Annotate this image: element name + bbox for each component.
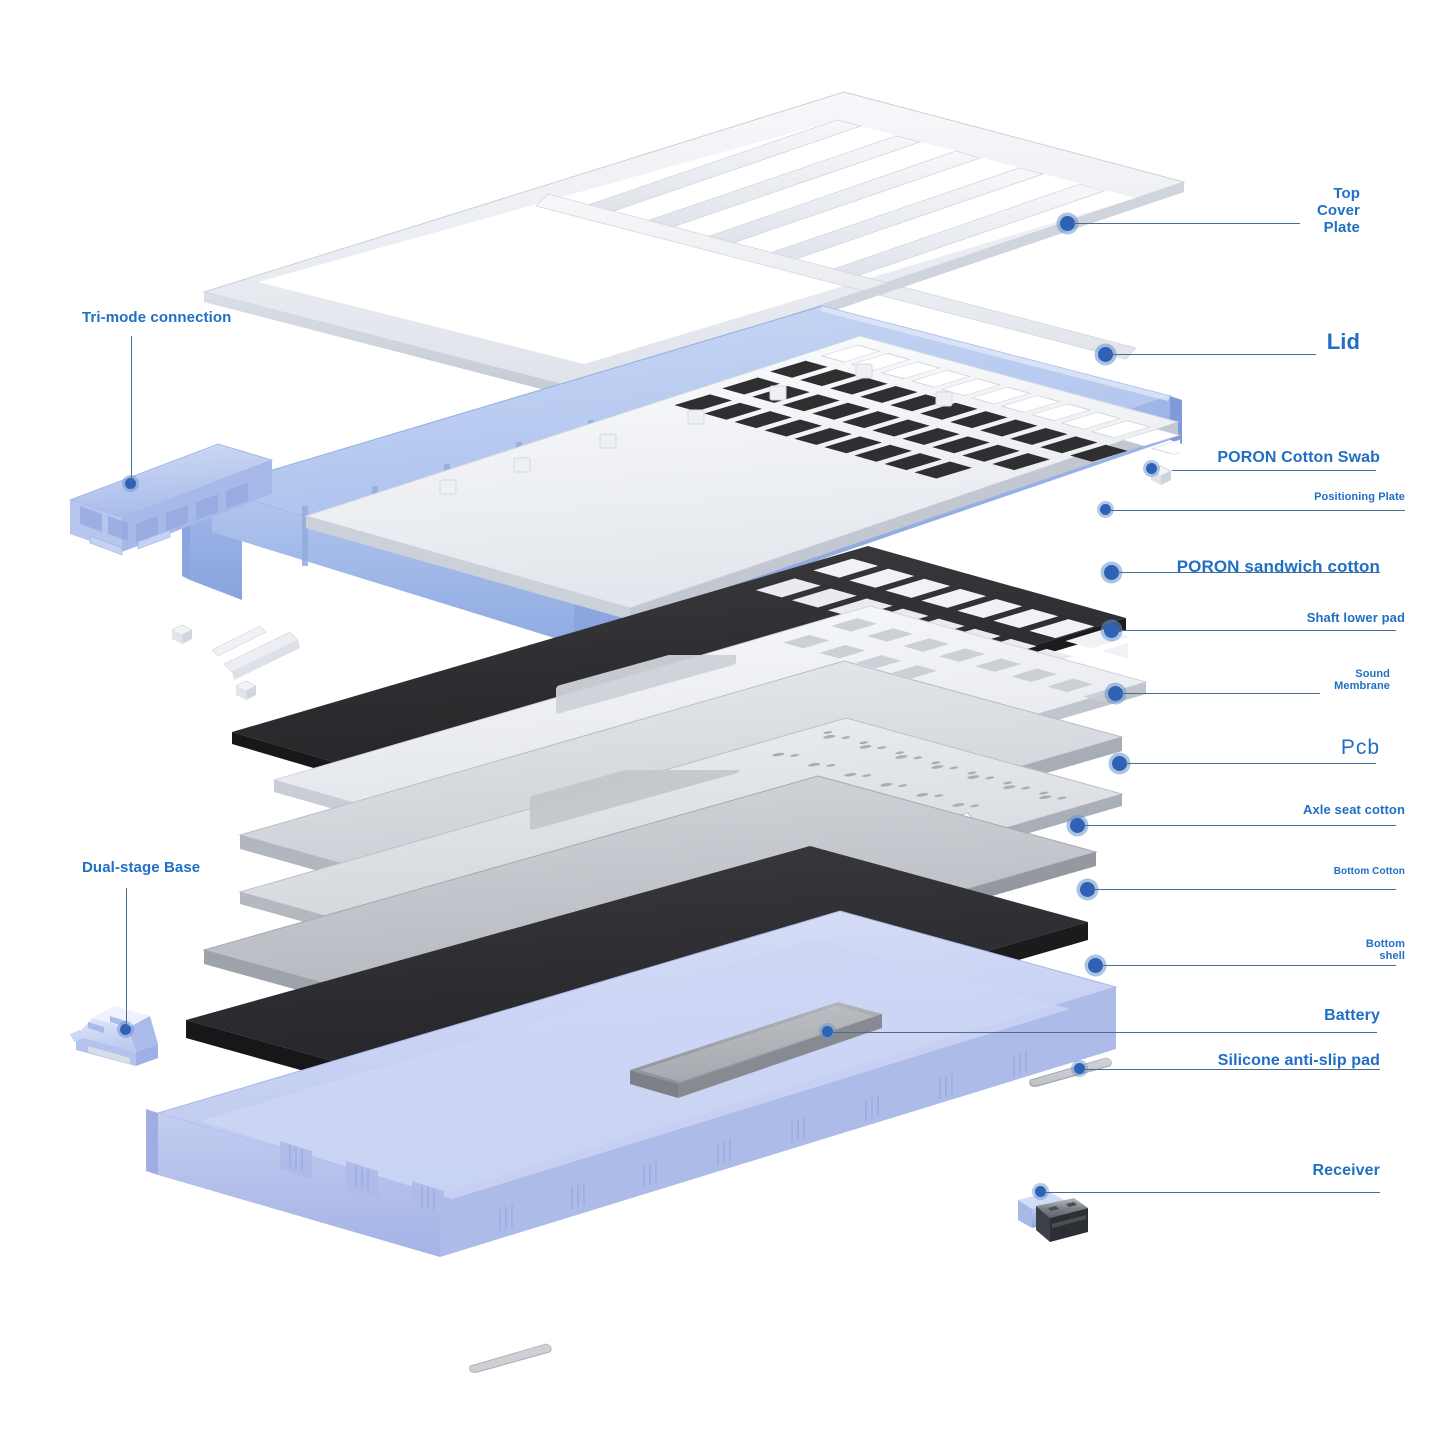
leader-line-silicone-anti-slip-pad — [1083, 1069, 1380, 1070]
leader-line-receiver — [1044, 1192, 1380, 1193]
leader-line-positioning-plate — [1109, 510, 1405, 511]
label-shaft-lower-pad: Shaft lower pad — [1306, 610, 1405, 625]
label-battery: Battery — [1324, 1007, 1380, 1024]
callout-dot-axle-seat-cotton[interactable] — [1070, 818, 1085, 833]
callout-dot-dual-stage-base[interactable] — [120, 1024, 131, 1035]
callout-dot-poron-cotton-swab[interactable] — [1146, 463, 1157, 474]
leader-line-shaft-lower-pad — [1116, 630, 1396, 631]
leader-line-bottom-cotton — [1092, 889, 1396, 890]
label-dual-stage-base: Dual-stage Base — [82, 859, 201, 876]
callout-dot-battery[interactable] — [822, 1026, 833, 1037]
callout-dot-tri-mode-connection[interactable] — [125, 478, 136, 489]
part-silicone-anti-slip-pad-secondary — [462, 1338, 558, 1380]
part-loose-nub-b — [232, 678, 260, 704]
callout-dot-silicone-anti-slip-pad[interactable] — [1074, 1063, 1085, 1074]
part-bottom-shell — [140, 905, 1140, 1325]
callout-dot-lid[interactable] — [1098, 347, 1113, 362]
label-lid: Lid — [1326, 329, 1360, 354]
part-receiver — [1006, 1190, 1092, 1268]
callout-dot-poron-sandwich-cotton[interactable] — [1104, 565, 1119, 580]
label-tri-mode-connection: Tri-mode connection — [82, 309, 232, 326]
part-dual-stage-base — [66, 1000, 176, 1080]
leader-line-poron-cotton-swab — [1172, 470, 1376, 471]
label-axle-seat-cotton: Axle seat cotton — [1302, 802, 1405, 817]
label-poron-sandwich-cotton: PORON sandwich cotton — [1176, 557, 1380, 576]
leader-line-tri-mode-connection — [131, 336, 132, 482]
part-positioning-plate — [300, 330, 1211, 670]
label-bottom-cotton: Bottom Cotton — [1333, 866, 1405, 877]
callout-dot-shaft-lower-pad[interactable] — [1104, 623, 1119, 638]
label-positioning-plate: Positioning Plate — [1314, 491, 1405, 503]
leader-line-sound-membrane — [1120, 693, 1320, 694]
leader-line-pcb — [1124, 763, 1376, 764]
callout-dot-bottom-cotton[interactable] — [1080, 882, 1095, 897]
part-tri-mode-panel — [66, 442, 276, 564]
callout-dot-receiver[interactable] — [1035, 1186, 1046, 1197]
label-bottom-shell: Bottom shell — [1365, 938, 1405, 963]
part-battery — [620, 998, 890, 1118]
callout-dot-bottom-shell[interactable] — [1088, 958, 1103, 973]
label-poron-cotton-swab: PORON Cotton Swab — [1217, 449, 1380, 466]
leader-line-axle-seat-cotton — [1082, 825, 1396, 826]
leader-line-lid — [1110, 354, 1316, 355]
label-silicone-anti-slip-pad: Silicone anti-slip pad — [1217, 1052, 1380, 1069]
label-sound-membrane: Sound Membrane — [1334, 668, 1390, 693]
part-stabilizer-bar — [206, 616, 310, 708]
callout-dot-pcb[interactable] — [1112, 756, 1127, 771]
leader-line-battery — [831, 1032, 1377, 1033]
callout-dot-positioning-plate[interactable] — [1100, 504, 1111, 515]
leader-line-bottom-shell — [1100, 965, 1396, 966]
part-loose-nub-a — [168, 622, 196, 648]
leader-line-poron-sandwich-cotton — [1116, 572, 1380, 573]
leader-line-dual-stage-base — [126, 888, 127, 1028]
part-top-cover-plate — [196, 86, 1186, 416]
label-top-cover-plate: Top Cover Plate — [1316, 185, 1360, 236]
label-pcb: Pcb — [1340, 736, 1380, 759]
part-silicone-anti-slip-pad — [1022, 1052, 1118, 1094]
callout-dot-sound-membrane[interactable] — [1108, 686, 1123, 701]
callout-dot-top-cover-plate[interactable] — [1060, 216, 1075, 231]
label-receiver: Receiver — [1312, 1162, 1380, 1179]
leader-line-top-cover-plate — [1072, 223, 1300, 224]
